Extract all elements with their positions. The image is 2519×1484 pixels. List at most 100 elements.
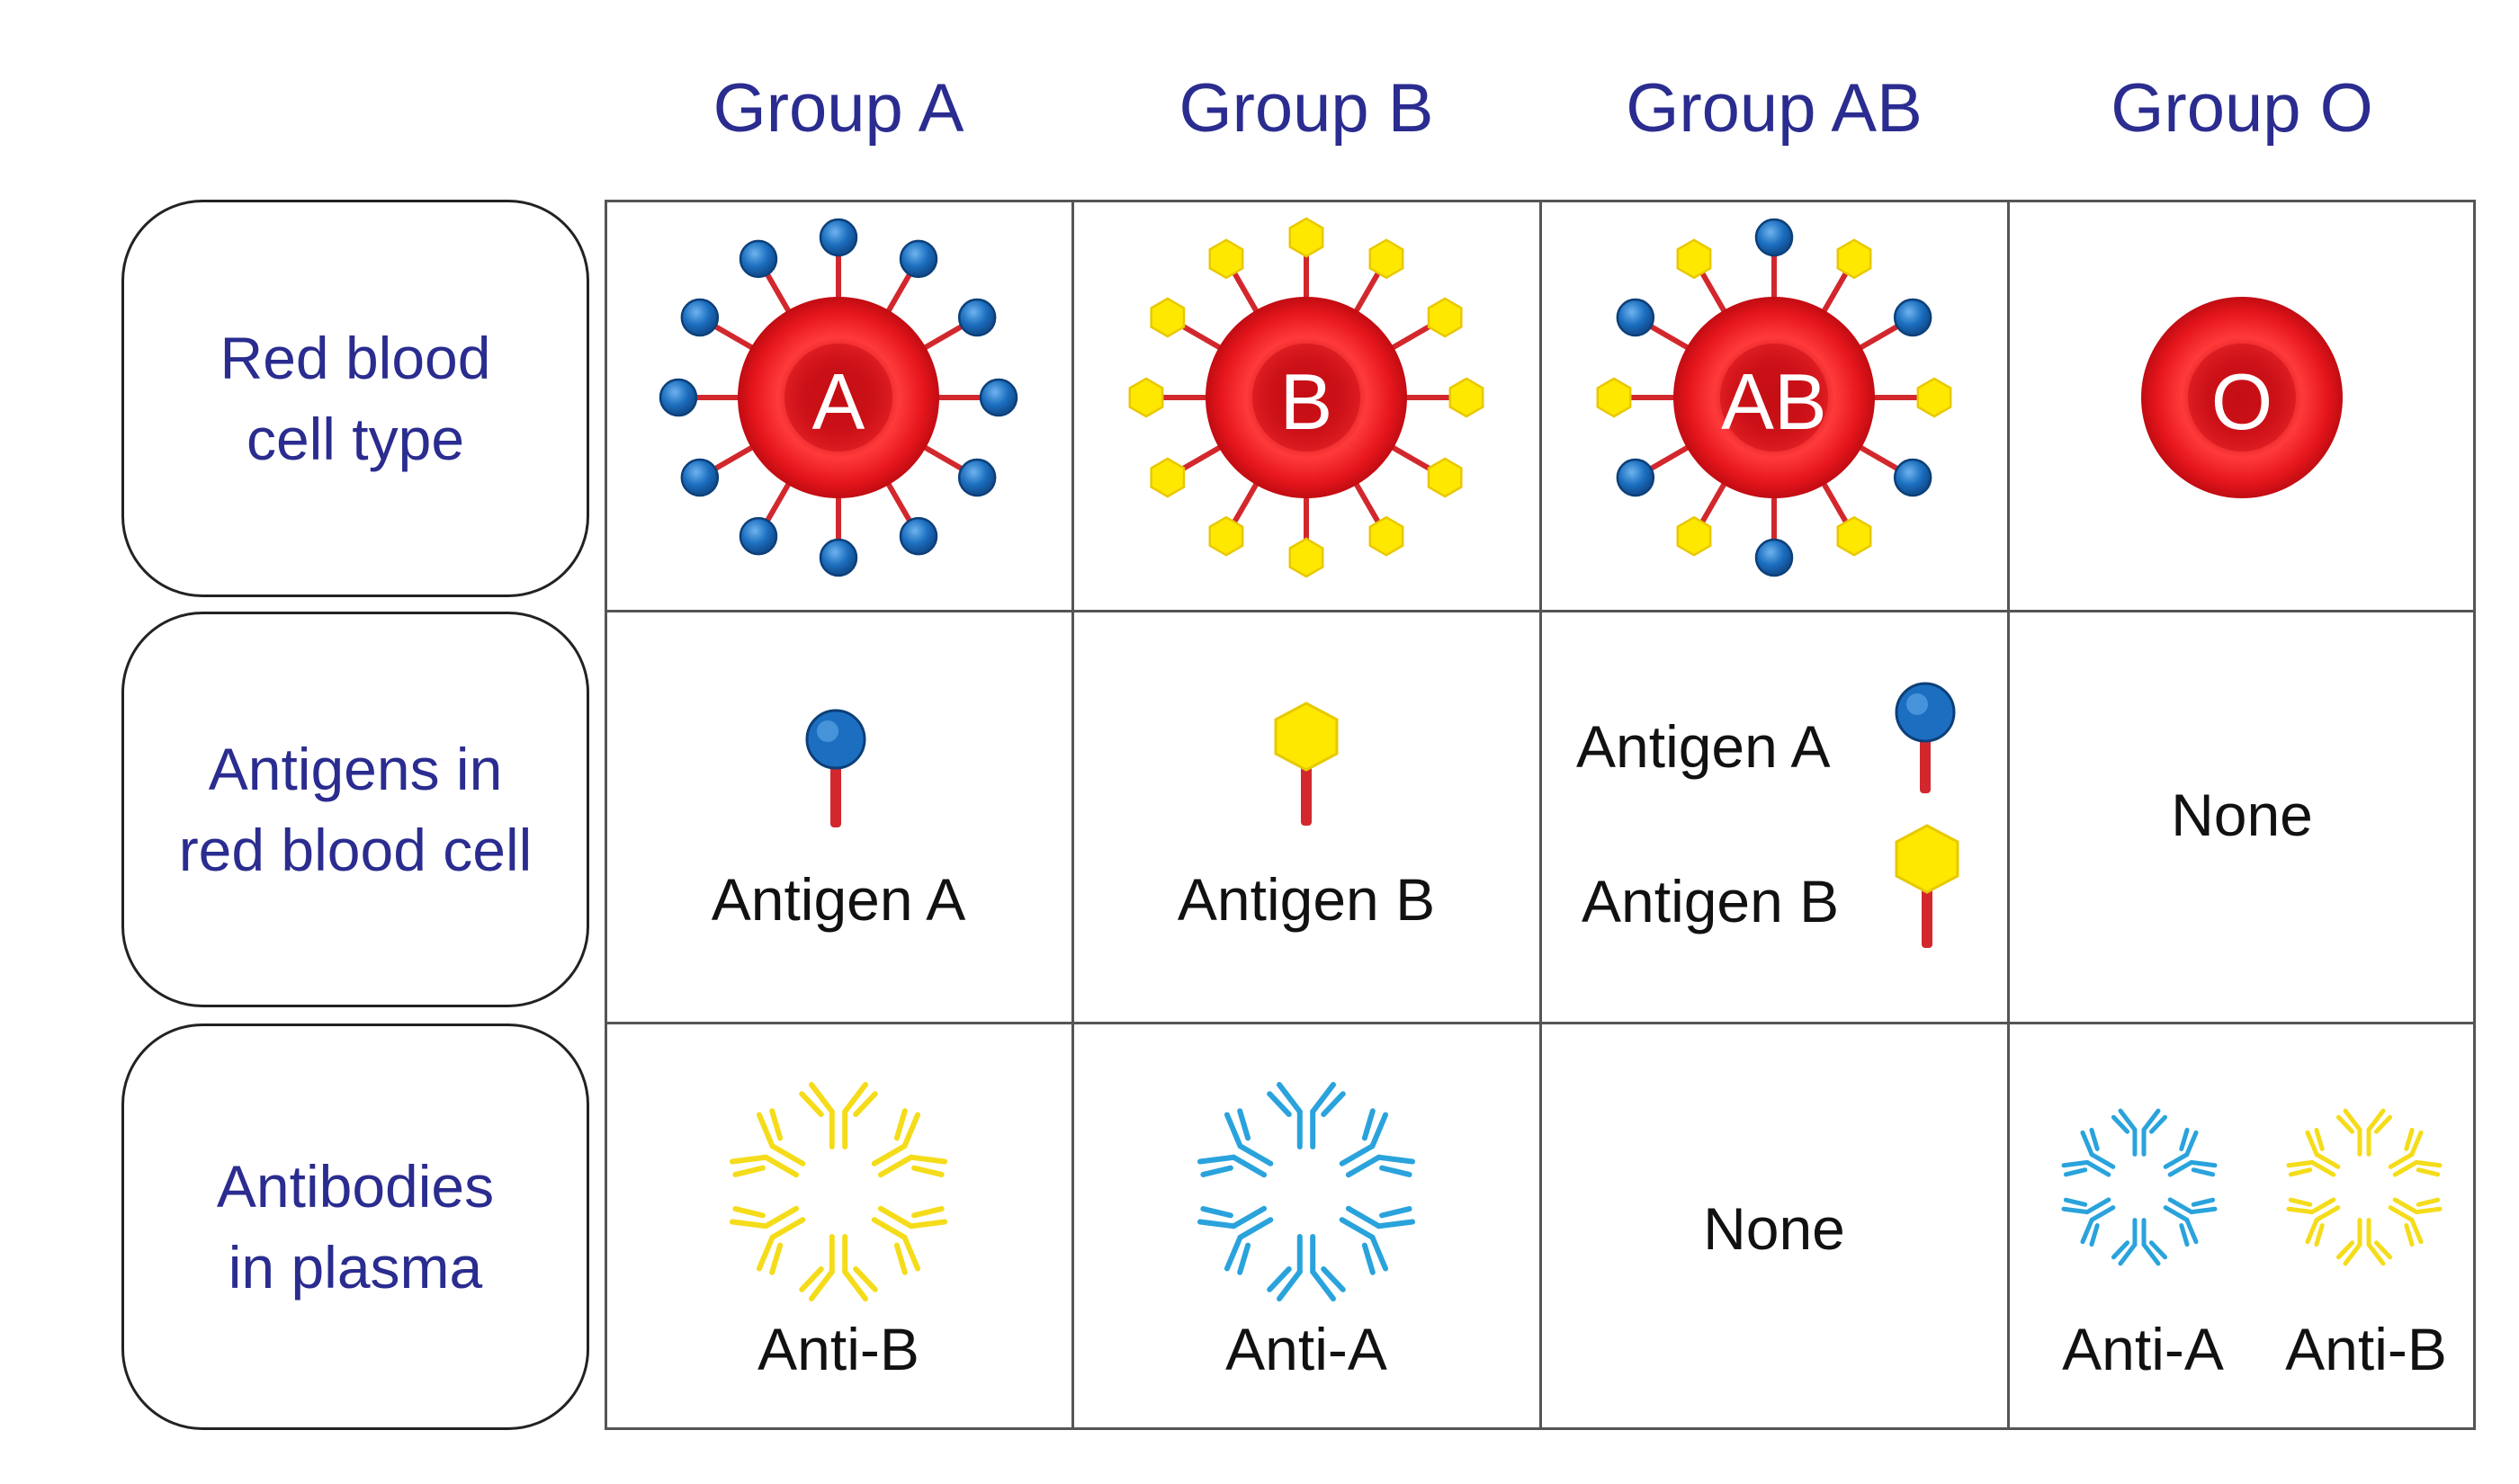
header-group-ab: Group AB [1626,69,1923,147]
antibody-label: Anti-B [757,1316,919,1382]
antibody [2388,1127,2443,1177]
antigen-a-icon [1754,218,1794,257]
antigen-ring [1596,218,1952,577]
red-blood-cell-icon [2141,297,2343,498]
anti-b-antibody-icon [729,1082,948,1301]
antibody [2286,1127,2341,1177]
header-group-o: Group O [2111,69,2373,147]
antigen-a-icon [979,378,1018,417]
cell-letter: B [1279,357,1333,446]
antibody [729,1205,806,1275]
grid-divider [2007,200,2010,1430]
antigen-b-icon [1368,238,1404,280]
antigen-label: None [2171,782,2313,848]
antibody [2335,1108,2393,1157]
antibody [1197,1108,1274,1178]
antigen-a-icon [957,458,997,497]
antigen-a-icon [819,218,858,257]
grid-divider [1539,200,1542,1430]
antibody [2061,1127,2116,1177]
antibody [1339,1108,1416,1178]
antigen-a-icon [1895,682,1956,793]
antibody [871,1108,948,1178]
antigen-b-icon [1208,515,1244,557]
row-header-line: Antigens in [208,736,503,802]
antibody [1339,1205,1416,1275]
cell-letter: A [811,357,865,446]
cell-letter: AB [1721,357,1827,446]
grid-divider [605,1022,2476,1024]
antigen-a-icon [1754,538,1794,577]
antibody [2111,1108,2168,1157]
antibody-label: Anti-A [2062,1316,2224,1382]
antigen-a-icon [1616,458,1655,497]
antibody-label: Anti-B [2285,1316,2447,1382]
row-header-line: cell type [246,406,465,472]
anti-a-antibody-icon [1197,1082,1416,1301]
antibody [2163,1127,2218,1177]
antigen-b-icon [1916,377,1952,418]
antigen-a-icon [957,298,997,337]
antigen-a-icon [739,239,778,279]
antigen-a-icon [1893,298,1932,337]
antigen-b-icon [1288,217,1324,258]
row-header-line: in plasma [228,1234,483,1301]
antibody [1267,1082,1346,1149]
antibody [2335,1218,2393,1266]
antigen-b-icon [1274,702,1339,826]
antigen-b-icon [1427,457,1463,498]
cell-letter: O [2210,357,2273,446]
antibody [2111,1218,2168,1266]
anti-b-antibody-icon [2286,1108,2443,1266]
antibody-label: Anti-A [1225,1316,1387,1382]
antibody [2286,1197,2341,1247]
antigen-a-icon [659,378,698,417]
antigen-label: Antigen B [1177,866,1436,933]
header-group-a: Group A [713,69,964,147]
red-blood-cell-icon [1128,217,1484,578]
antigen-a-icon [680,298,720,337]
row-header-antigens: Antigens in red blood cell [121,612,589,1007]
antigen-a-icon [805,709,866,827]
antibody [799,1234,878,1301]
antigen-b-icon [1368,515,1404,557]
antigen-b-icon [1676,515,1712,557]
anti-a-antibody-icon [2061,1108,2218,1266]
antigen-b-icon [1836,515,1872,557]
row-header-line: Antibodies [216,1153,495,1220]
antigen-label: Antigen B [1582,868,1840,934]
antigen-label: Antigen A [1576,713,1831,780]
antigen-b-icon [1448,377,1484,418]
grid-divider [605,610,2476,612]
antigen-b-icon [1427,297,1463,338]
antigen-label: Antigen A [711,866,966,933]
antigen-b-icon [1128,377,1164,418]
row-header-line: red blood cell [178,817,533,883]
antigen-b-icon [1150,457,1186,498]
antigen-a-icon [739,516,778,556]
antigen-b-icon [1596,377,1632,418]
red-blood-cell-icon [1596,218,1952,577]
antigen-b-icon [1676,238,1712,280]
antibody [2388,1197,2443,1247]
antigen-b-icon [1895,824,1959,948]
antigen-ring [659,218,1018,577]
antigen-a-icon [899,516,938,556]
antibody [2061,1197,2116,1247]
antibody [1197,1205,1274,1275]
red-blood-cell-icon [659,218,1018,577]
header-group-b: Group B [1179,69,1434,147]
antigen-b-icon [1836,238,1872,280]
antibody [729,1108,806,1178]
antigen-a-icon [899,239,938,279]
antibody-label: None [1703,1195,1845,1262]
antigen-ring [1128,217,1484,578]
antibody [2163,1197,2218,1247]
antibody [799,1082,878,1149]
grid-divider [1071,200,1074,1430]
antibody [871,1205,948,1275]
row-header-antibodies: Antibodies in plasma [121,1024,589,1430]
antigen-a-icon [680,458,720,497]
antigen-b-icon [1150,297,1186,338]
